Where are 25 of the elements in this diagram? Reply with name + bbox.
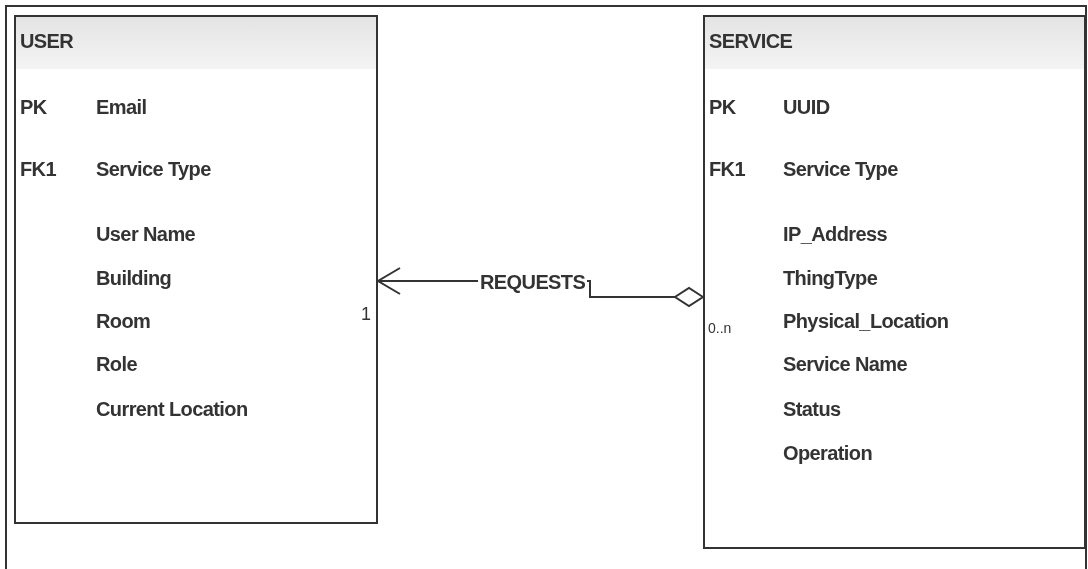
- attribute-name: Physical_Location: [783, 309, 949, 333]
- key-marker: PK: [709, 95, 736, 119]
- attribute-name: Building: [96, 266, 172, 290]
- attribute-name: Role: [96, 352, 137, 376]
- attribute-name: Room: [96, 309, 151, 333]
- attribute-name: Status: [783, 397, 841, 421]
- key-marker: PK: [20, 95, 47, 119]
- attribute-name: ThingType: [783, 266, 878, 290]
- key-marker: FK1: [709, 157, 745, 181]
- entity-name: USER: [20, 29, 74, 53]
- attribute-name: Operation: [783, 441, 873, 465]
- attribute-name: Service Type: [96, 157, 211, 181]
- attribute-name: IP_Address: [783, 222, 888, 246]
- entity-box: [703, 15, 1086, 549]
- key-marker: FK1: [20, 157, 56, 181]
- attribute-name: Service Type: [783, 157, 898, 181]
- attribute-name: Service Name: [783, 352, 907, 376]
- attribute-name: Email: [96, 95, 147, 119]
- attribute-name: UUID: [783, 95, 830, 119]
- attribute-name: Current Location: [96, 397, 248, 421]
- multiplicity-label: 1: [361, 304, 371, 324]
- entity-name: SERVICE: [709, 29, 793, 53]
- multiplicity-label: 0..n: [708, 319, 732, 338]
- entity-box: [14, 15, 378, 524]
- attribute-name: User Name: [96, 222, 196, 246]
